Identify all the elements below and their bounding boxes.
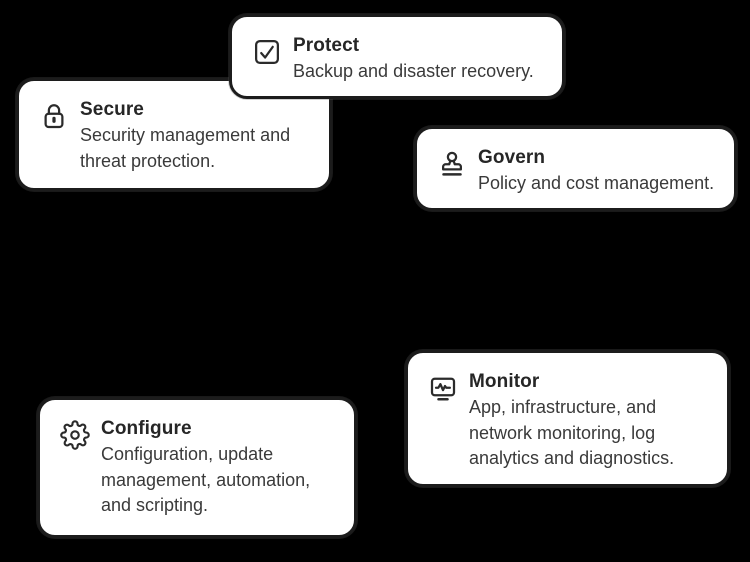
card-description: Configuration, update management, automa… xyxy=(101,444,311,515)
monitor-pulse-icon xyxy=(428,372,458,406)
card-text-block: Monitor App, infrastructure, and network… xyxy=(469,369,674,472)
card-configure: Configure Configuration, update manageme… xyxy=(37,397,357,538)
card-description: Security management and threat protectio… xyxy=(80,125,291,171)
card-monitor: Monitor App, infrastructure, and network… xyxy=(405,350,730,487)
checkbox-check-icon xyxy=(252,36,282,70)
card-title: Configure xyxy=(101,418,192,439)
card-text-block: Configure Configuration, update manageme… xyxy=(101,416,310,519)
gear-icon xyxy=(60,419,90,453)
card-description: App, infrastructure, and network monitor… xyxy=(469,397,675,468)
card-text-block: Protect Backup and disaster recovery. xyxy=(293,33,534,85)
card-title: Govern xyxy=(478,147,546,168)
lock-icon xyxy=(39,100,69,134)
card-text-block: Govern Policy and cost management. xyxy=(478,145,714,197)
card-govern: Govern Policy and cost management. xyxy=(414,126,737,211)
card-title: Monitor xyxy=(469,371,540,392)
card-description: Policy and cost management. xyxy=(478,173,715,193)
card-title: Protect xyxy=(293,35,360,56)
stamp-icon xyxy=(437,148,467,182)
card-title: Secure xyxy=(80,99,144,120)
card-description: Backup and disaster recovery. xyxy=(293,61,534,81)
card-text-block: Secure Security management and threat pr… xyxy=(80,97,290,174)
card-protect: Protect Backup and disaster recovery. xyxy=(229,14,565,99)
